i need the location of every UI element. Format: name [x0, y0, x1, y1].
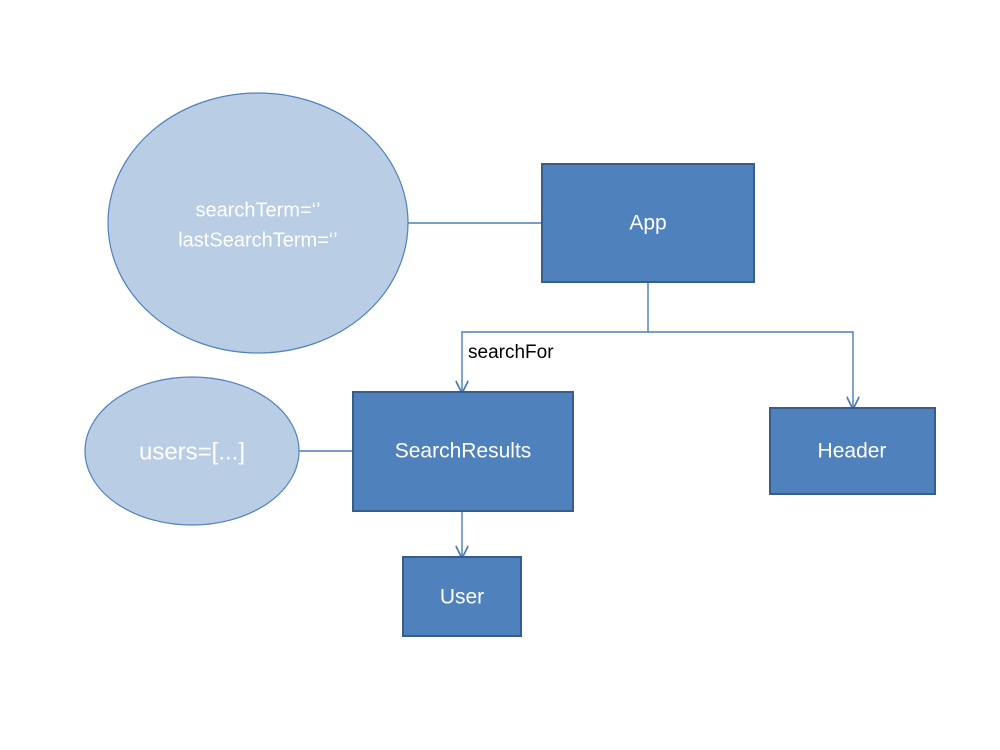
edge-label-searchfor: searchFor	[468, 342, 554, 363]
edge-app-to-search-results	[462, 282, 649, 392]
node-header: Header	[769, 407, 936, 495]
edge-app-to-header	[648, 331, 853, 408]
node-user-label: User	[440, 586, 484, 609]
node-header-label: Header	[818, 440, 887, 463]
app-state-line-searchterm: searchTerm=‘’	[195, 199, 320, 221]
node-header-box	[769, 407, 936, 495]
node-app: App	[541, 163, 755, 283]
node-app-box	[541, 163, 755, 283]
node-search-results: SearchResults	[352, 391, 574, 512]
app-state-line-lastsearchterm: lastSearchTerm=‘’	[178, 229, 338, 251]
node-app-label: App	[629, 212, 666, 235]
search-results-state-ellipse: users=[...]	[84, 376, 300, 526]
node-user-box	[402, 556, 522, 637]
app-state-shape	[107, 92, 409, 354]
node-search-results-label: SearchResults	[395, 440, 532, 463]
app-state-ellipse: searchTerm=‘’ lastSearchTerm=‘’	[107, 92, 409, 354]
node-user: User	[402, 556, 522, 637]
node-search-results-box	[352, 391, 574, 512]
search-results-state-label: users=[...]	[139, 438, 245, 465]
